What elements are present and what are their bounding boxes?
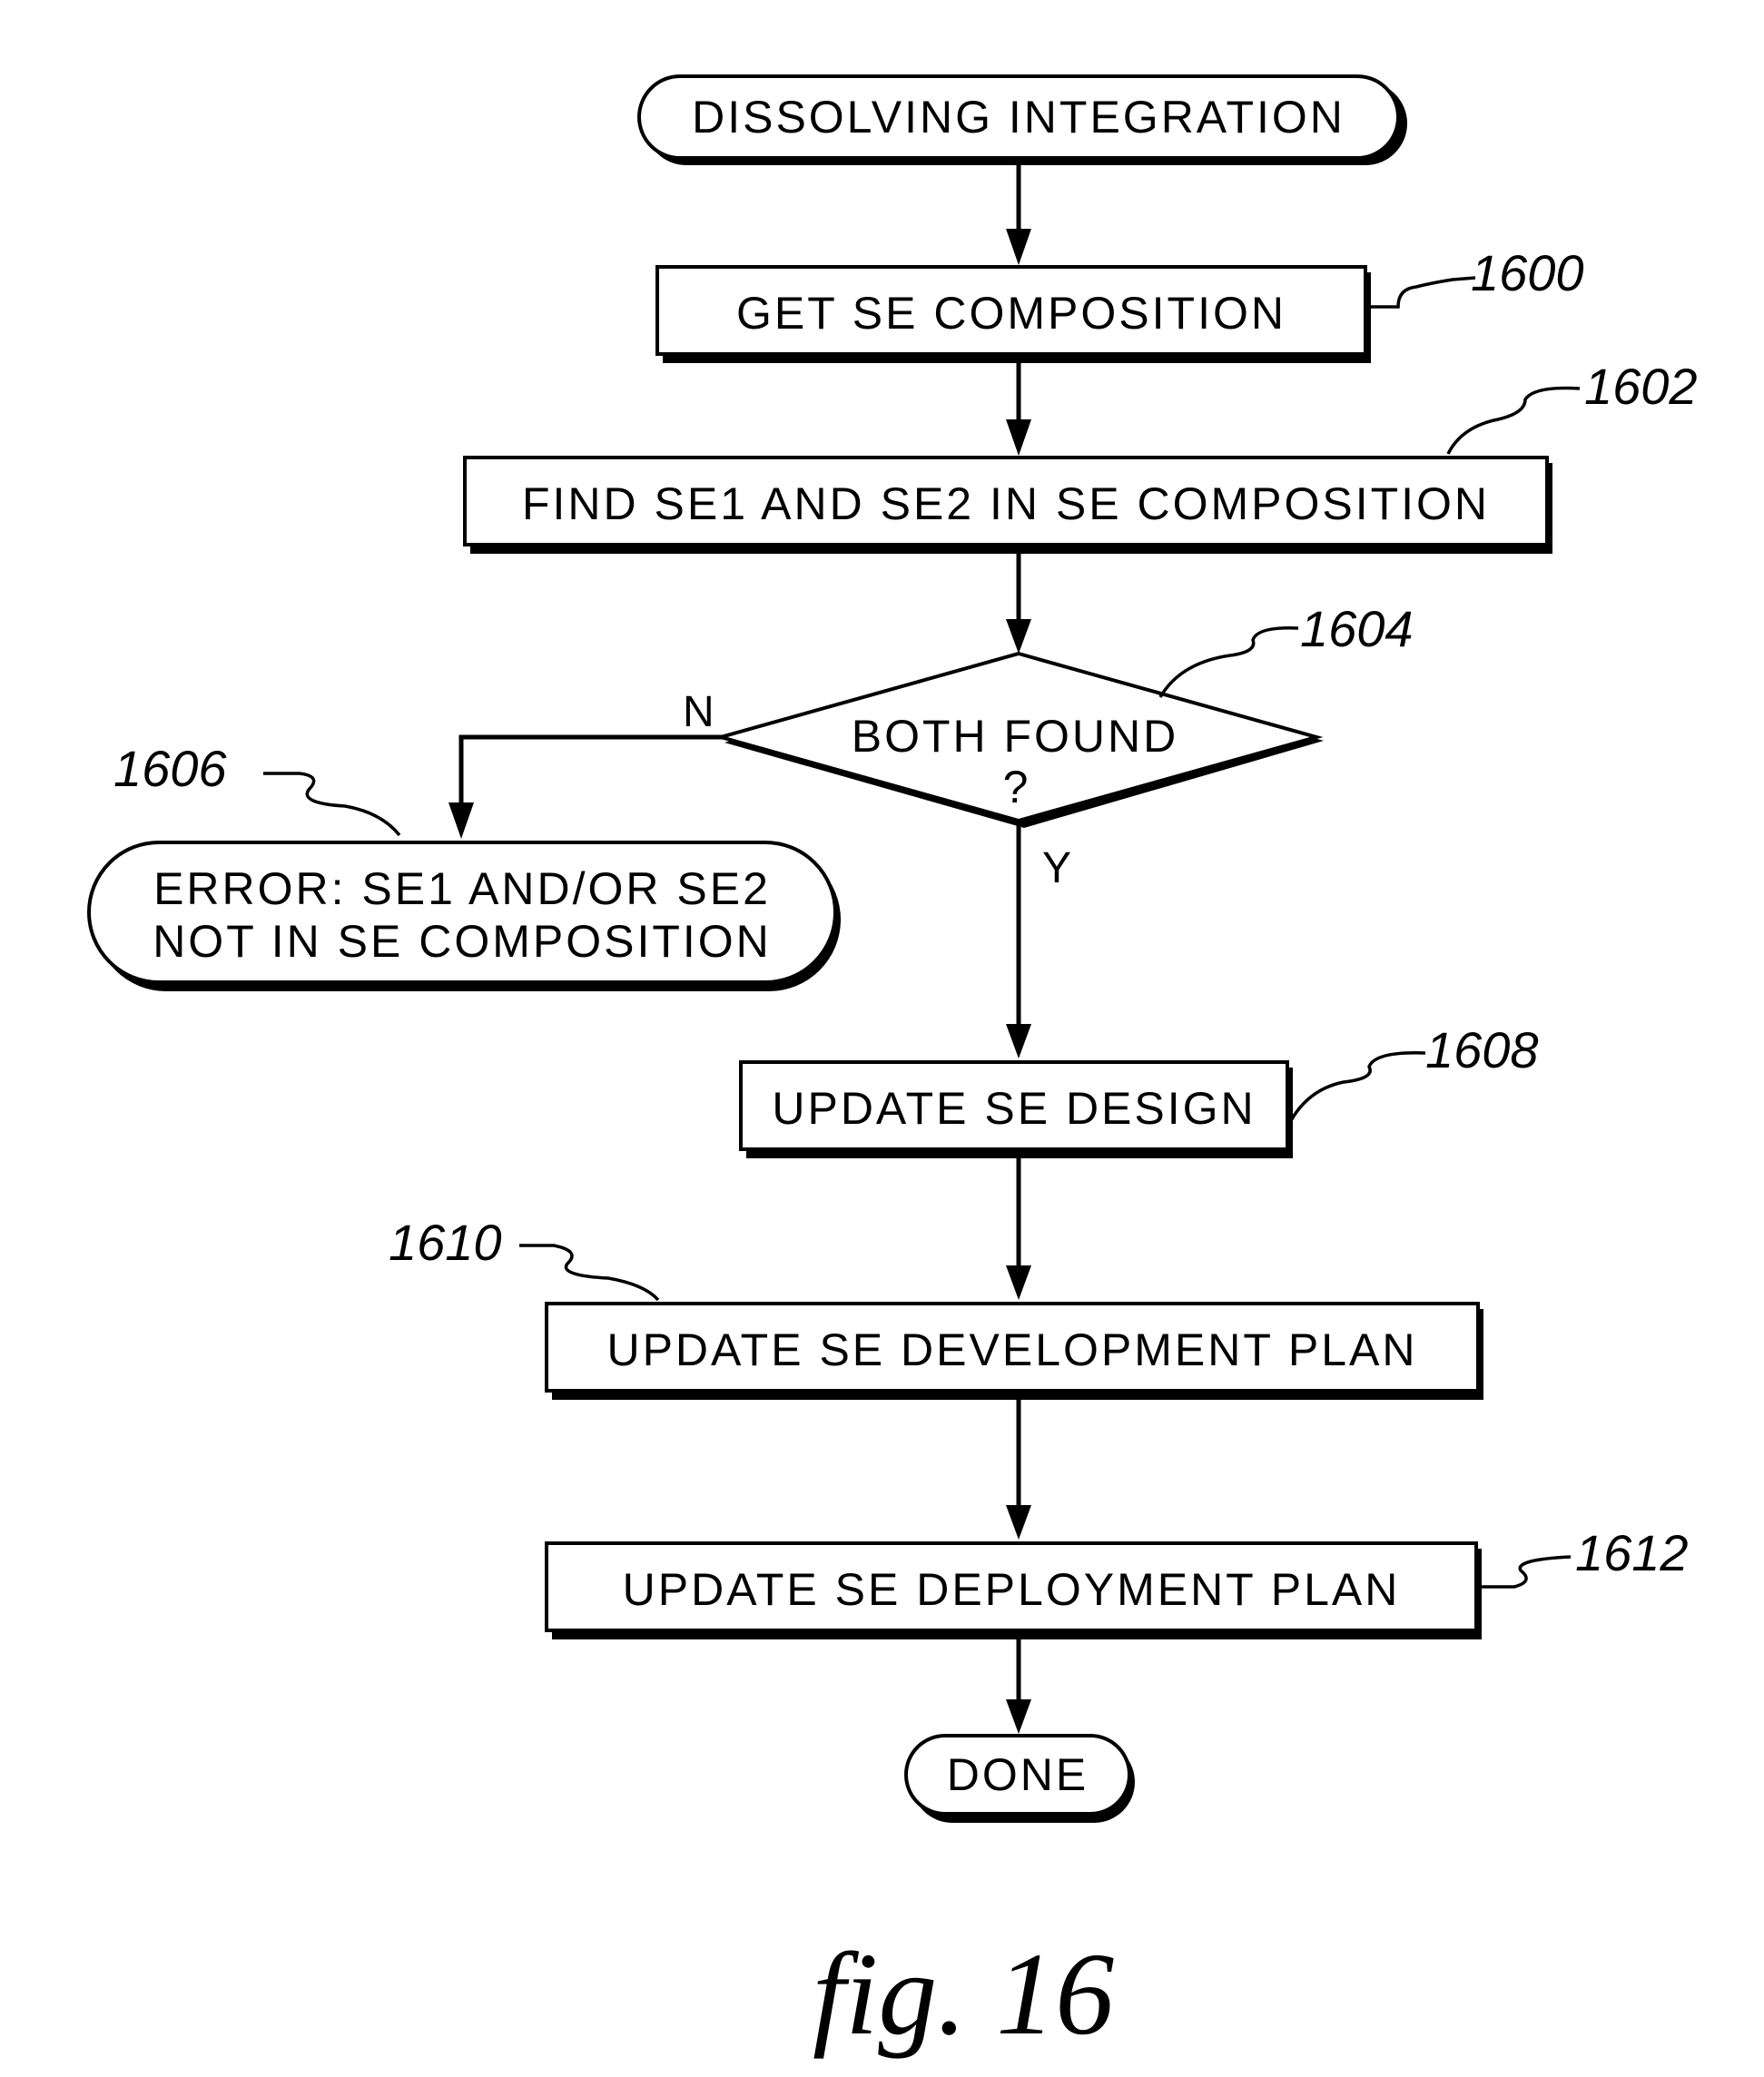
process-label-1600: GET SE COMPOSITION (736, 288, 1286, 339)
process-box-1600: GET SE COMPOSITION (657, 267, 1371, 363)
arrowhead (1006, 419, 1031, 456)
start-terminator: DISSOLVING INTEGRATION (639, 76, 1407, 165)
ref-1600: 1600 (1471, 244, 1584, 301)
end-terminator: DONE (906, 1736, 1135, 1823)
leader-1608 (1289, 1053, 1425, 1124)
start-label: DISSOLVING INTEGRATION (692, 92, 1345, 143)
ref-1608: 1608 (1425, 1021, 1539, 1078)
ref-1604: 1604 (1300, 600, 1414, 657)
end-label: DONE (947, 1749, 1089, 1800)
process-label-1612: UPDATE SE DEPLOYMENT PLAN (623, 1564, 1401, 1615)
decision-diamond-1604: BOTH FOUND ? (721, 654, 1324, 828)
ref-1610: 1610 (389, 1214, 502, 1271)
leader-1604 (1160, 628, 1298, 697)
decision-label-1604: BOTH FOUND (852, 711, 1179, 762)
arrowhead (1006, 229, 1031, 265)
decision-question-mark: ? (1003, 762, 1031, 812)
process-box-1610: UPDATE SE DEVELOPMENT PLAN (547, 1304, 1483, 1400)
ref-1612: 1612 (1575, 1524, 1689, 1581)
leader-1600 (1369, 278, 1475, 307)
process-label-1610: UPDATE SE DEVELOPMENT PLAN (606, 1324, 1417, 1375)
arrowhead (1006, 1265, 1031, 1300)
leader-1612 (1480, 1557, 1571, 1587)
process-box-1602: FIND SE1 AND SE2 IN SE COMPOSITION (465, 458, 1552, 554)
arrowhead (1006, 1024, 1031, 1058)
no-branch-label: N (683, 688, 714, 736)
arrowhead (1006, 1505, 1031, 1540)
process-label-1602: FIND SE1 AND SE2 IN SE COMPOSITION (522, 478, 1490, 529)
leader-1606 (263, 773, 399, 835)
error-line-2: NOT IN SE COMPOSITION (153, 916, 772, 967)
process-label-1608: UPDATE SE DESIGN (772, 1083, 1256, 1134)
error-terminator-1606: ERROR: SE1 AND/OR SE2 NOT IN SE COMPOSIT… (89, 842, 841, 991)
ref-1606: 1606 (113, 740, 227, 797)
error-line-1: ERROR: SE1 AND/OR SE2 (153, 863, 771, 914)
yes-branch-label: Y (1042, 844, 1071, 892)
process-box-1608: UPDATE SE DESIGN (741, 1062, 1293, 1158)
connector-no-branch (461, 737, 723, 810)
leader-1602 (1448, 389, 1580, 455)
arrowhead (1006, 619, 1031, 654)
leader-1610 (519, 1245, 658, 1300)
figure-caption: fig. 16 (813, 1929, 1114, 2060)
process-box-1612: UPDATE SE DEPLOYMENT PLAN (547, 1543, 1482, 1639)
arrowhead (1006, 1699, 1031, 1734)
ref-1602: 1602 (1584, 358, 1698, 415)
arrowhead (448, 802, 474, 839)
